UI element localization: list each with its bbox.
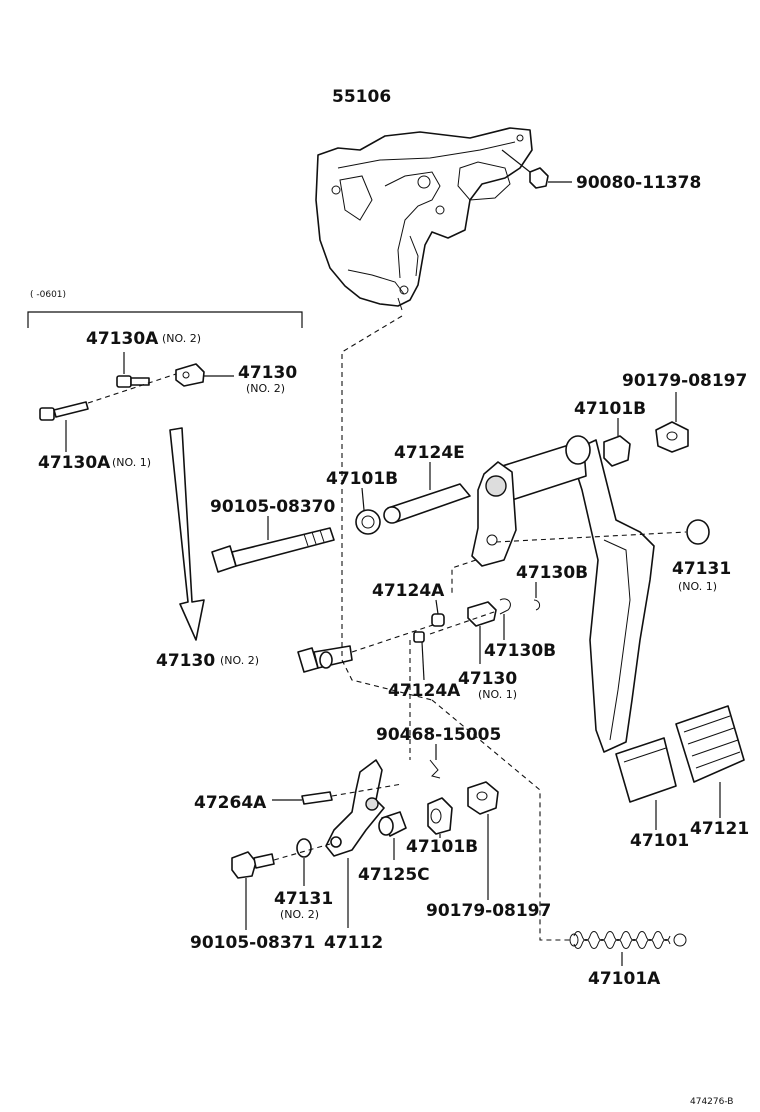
- range-note-bracket: [27, 311, 303, 328]
- pin-47264a: [272, 783, 403, 805]
- label-47124a-bot: 47124A: [388, 681, 461, 701]
- label-47130-no2: 47130: [156, 651, 215, 671]
- ref-code: 474276-B: [690, 1097, 733, 1107]
- washer-47131-no2: [296, 838, 312, 886]
- clip-47130b: [499, 582, 541, 640]
- direction-arrow: [169, 427, 205, 641]
- clip-90468-15005: [429, 744, 441, 779]
- label-47130a-no2-sub: (NO. 2): [162, 332, 201, 345]
- label-47130a-no2: 47130A: [86, 329, 159, 349]
- label-47130b-top: 47130B: [516, 563, 588, 583]
- collar-47124e: [383, 462, 471, 524]
- label-47125c: 47125C: [358, 865, 430, 885]
- label-55106: 55106: [332, 87, 391, 107]
- label-90468-15005: 90468-15005: [376, 725, 501, 745]
- spring-47101a: [569, 931, 687, 966]
- bolt-47130a-no2: [116, 352, 150, 388]
- label-47131-no2-sub: (NO. 2): [280, 908, 319, 921]
- pin-47124a-top: [431, 599, 445, 627]
- label-47101: 47101: [630, 831, 689, 851]
- collar-47125c: [378, 811, 407, 860]
- label-47112: 47112: [324, 933, 383, 953]
- bushing-47130-no2-top: [175, 363, 234, 387]
- label-47130-no1-sub: (NO. 1): [478, 688, 517, 701]
- guide-line-a: [341, 315, 433, 701]
- label-47130-no2-sub: (NO. 2): [220, 654, 259, 667]
- bolt-90080-11378: [501, 149, 572, 189]
- label-47101b-bot: 47101B: [406, 837, 478, 857]
- bolt-47130a-no1: [39, 373, 177, 452]
- label-90105-08371: 90105-08371: [190, 933, 315, 953]
- bushing-47130-no1: [467, 601, 497, 664]
- stopper-47131-no1: [495, 519, 710, 545]
- label-47121: 47121: [690, 819, 749, 839]
- range-note: ( -0601): [30, 290, 66, 300]
- pedal-pad-47121: [675, 705, 745, 818]
- label-47130-top: 47130: [238, 363, 297, 383]
- pin-47124a-bot: [413, 631, 425, 681]
- label-47131-no2: 47131: [274, 889, 333, 909]
- label-90179-08197-top: 90179-08197: [622, 371, 747, 391]
- nut-90179-08197-bot: [467, 781, 499, 900]
- bushing-47101b-right: [603, 418, 631, 467]
- guide-line-d: [431, 699, 572, 941]
- pedal-47101: [471, 435, 677, 803]
- bolt-90105-08371: [231, 843, 331, 930]
- guide-line-b: [451, 559, 477, 596]
- label-47101b-right: 47101B: [574, 399, 646, 419]
- label-47124a-top: 47124A: [372, 581, 445, 601]
- label-47130a-no1-sub: (NO. 1): [112, 456, 151, 469]
- label-90105-08370: 90105-08370: [210, 497, 336, 517]
- bolt-90105-08370: [211, 516, 335, 573]
- label-90179-08197-bot: 90179-08197: [426, 901, 551, 921]
- bracket-55106: [315, 127, 533, 311]
- label-47101b-left: 47101B: [326, 469, 398, 489]
- label-47130a-no1: 47130A: [38, 453, 111, 473]
- label-47130-top-sub: (NO. 2): [246, 382, 285, 395]
- lever-47112: [325, 759, 385, 928]
- label-47131-no1-sub: (NO. 1): [678, 580, 717, 593]
- bushing-47101b-left: [355, 487, 381, 535]
- label-90080-11378: 90080-11378: [576, 173, 701, 193]
- label-47130b-mid: 47130B: [484, 641, 556, 661]
- label-47264a: 47264A: [194, 793, 267, 813]
- label-47130-no1: 47130: [458, 669, 517, 689]
- nut-90179-08197-top: [655, 392, 689, 453]
- bushing-47101b-bot: [427, 797, 453, 838]
- label-47131-no1: 47131: [672, 559, 731, 579]
- label-47124e: 47124E: [394, 443, 465, 463]
- label-47101a: 47101A: [588, 969, 661, 989]
- shaft-47130-no2: [297, 611, 495, 673]
